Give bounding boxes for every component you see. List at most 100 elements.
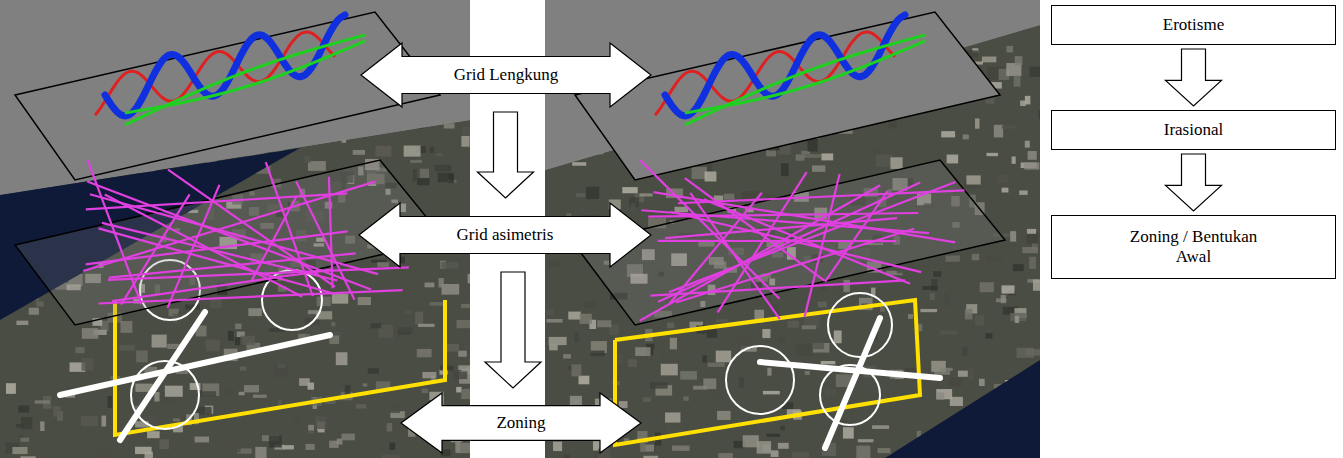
building-patch	[461, 304, 470, 308]
building-patch	[962, 347, 968, 355]
building-patch	[767, 434, 780, 437]
building-patch	[1002, 188, 1009, 193]
building-patch	[448, 174, 454, 183]
building-patch	[949, 378, 961, 387]
building-patch	[356, 404, 367, 408]
building-patch	[1019, 190, 1027, 194]
building-patch	[253, 395, 267, 398]
building-patch	[21, 456, 36, 458]
building-patch	[358, 297, 371, 305]
building-patch	[375, 146, 391, 157]
building-patch	[920, 309, 937, 312]
building-patch	[643, 397, 651, 402]
building-patch	[843, 280, 849, 292]
building-patch	[574, 333, 579, 343]
building-patch	[226, 389, 232, 395]
grid-plane	[575, 12, 1000, 180]
axis-line	[120, 312, 205, 440]
building-patch	[763, 391, 780, 394]
asym-grid-line	[640, 185, 880, 321]
building-patch	[667, 322, 674, 328]
building-patch	[235, 324, 241, 330]
building-patch	[933, 271, 941, 277]
block-arrow-connector	[485, 272, 541, 388]
building-patch	[708, 363, 725, 367]
axis-line	[760, 362, 940, 378]
building-patch	[718, 453, 732, 458]
building-patch	[382, 455, 400, 458]
building-patch	[975, 315, 984, 326]
building-patch	[239, 392, 245, 395]
building-patch	[1033, 279, 1040, 290]
building-patch	[377, 262, 389, 267]
building-patch	[703, 378, 716, 389]
building-patch	[35, 400, 50, 403]
building-patch	[803, 154, 821, 158]
building-patch	[762, 329, 770, 338]
building-patch	[248, 308, 261, 316]
building-patch	[661, 364, 678, 376]
building-patch	[818, 302, 827, 308]
building-patch	[458, 351, 467, 357]
building-patch	[909, 262, 914, 269]
node-label: Zoning / Bentukan Awal	[1119, 227, 1269, 266]
building-patch	[570, 396, 582, 406]
building-patch	[674, 207, 688, 212]
double-arrow-label: Grid Lengkung	[360, 42, 652, 108]
building-patch	[398, 327, 413, 333]
building-patch	[228, 331, 234, 341]
building-patch	[908, 314, 913, 319]
building-patch	[705, 171, 717, 181]
asym-grid-line	[825, 191, 888, 282]
building-patch	[341, 434, 354, 441]
building-patch	[12, 447, 27, 454]
building-patch	[277, 364, 285, 368]
building-patch	[937, 393, 945, 400]
asym-grid-line	[168, 170, 335, 287]
building-patch	[711, 393, 721, 399]
building-patch	[1006, 46, 1013, 53]
building-patch	[159, 439, 168, 449]
building-patch	[771, 450, 779, 457]
building-patch	[1002, 125, 1017, 128]
building-patch	[890, 157, 902, 169]
building-patch	[294, 419, 299, 425]
curve-grid-line	[685, 35, 925, 125]
curve-grid-line	[685, 41, 925, 113]
building-patch	[1001, 295, 1006, 303]
building-patch	[807, 139, 817, 152]
building-patch	[880, 306, 885, 311]
curve-grid-line	[125, 35, 365, 125]
building-patch	[108, 396, 113, 408]
building-patch	[665, 412, 680, 422]
building-patch	[812, 343, 824, 350]
building-patch	[821, 153, 833, 160]
building-patch	[702, 355, 707, 362]
building-patch	[229, 440, 240, 452]
building-patch	[16, 424, 24, 428]
building-patch	[303, 156, 310, 163]
building-patch	[549, 345, 558, 351]
building-patch	[997, 175, 1008, 183]
building-patch	[940, 330, 957, 334]
asym-grid-line	[805, 174, 840, 317]
asym-grid-line	[658, 182, 920, 301]
node-label: Erotisme	[1163, 15, 1224, 35]
building-patch	[872, 425, 889, 429]
building-patch	[120, 321, 132, 333]
building-patch	[18, 405, 29, 412]
building-patch	[572, 162, 586, 166]
building-patch	[244, 385, 259, 392]
building-patch	[843, 427, 854, 438]
building-patch	[461, 389, 470, 399]
building-patch	[453, 371, 467, 379]
building-patch	[99, 448, 112, 456]
building-patch	[436, 153, 442, 156]
building-patch	[930, 293, 935, 300]
building-patch	[546, 309, 554, 315]
building-patch	[982, 57, 996, 63]
building-patch	[458, 365, 470, 370]
building-patch	[81, 416, 98, 426]
building-patch	[717, 411, 731, 420]
building-patch	[936, 389, 952, 399]
